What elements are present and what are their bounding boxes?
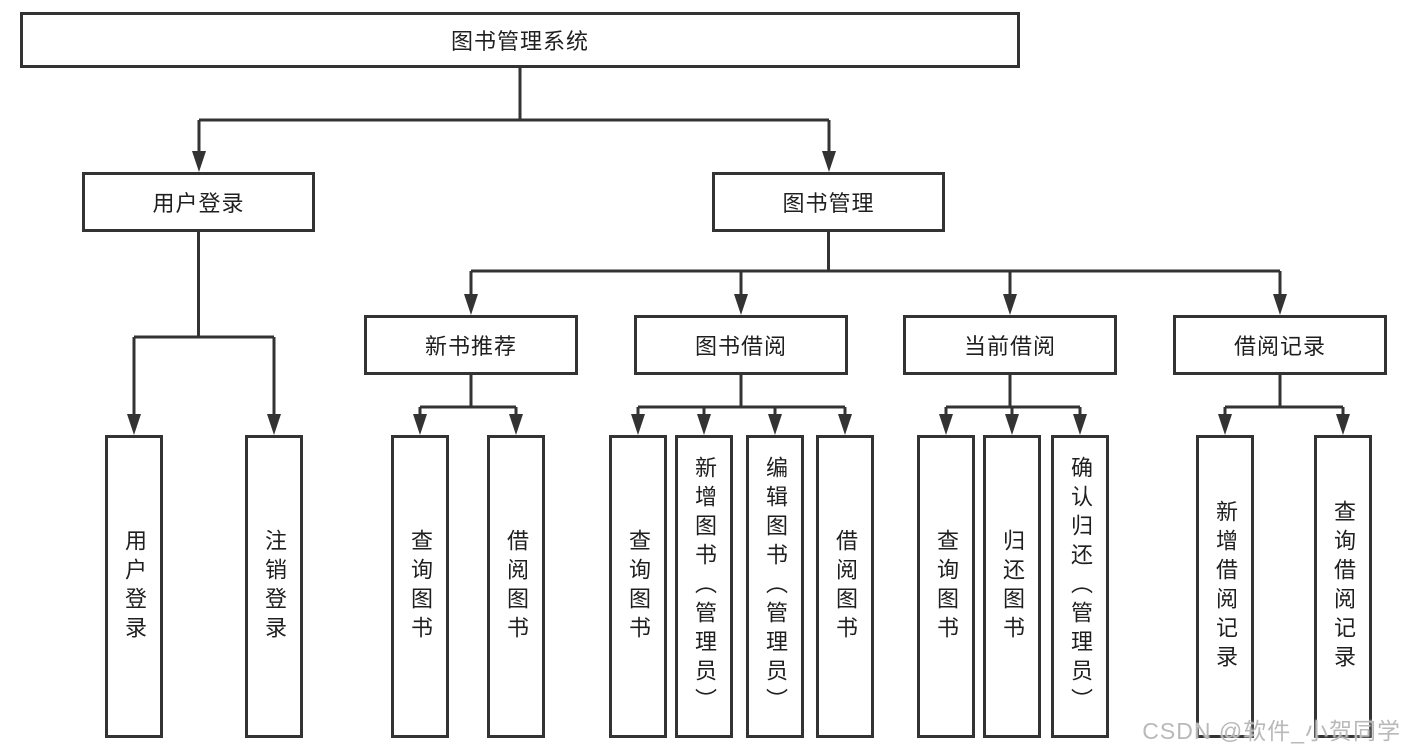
node-book-borrowing-label: 图书借阅 (694, 334, 787, 359)
leaf-borrowing-query-books: 查询图书 (609, 435, 667, 738)
node-library-system-label: 图书管理系统 (450, 29, 589, 54)
node-borrowing-records-label: 借阅记录 (1233, 334, 1326, 359)
node-borrowing-records: 借阅记录 (1173, 315, 1387, 375)
leaf-newbooks-borrow-books-label: 借阅图书 (504, 528, 529, 645)
node-user-login-label: 用户登录 (152, 191, 245, 216)
leaf-borrowing-borrow-books: 借阅图书 (816, 435, 874, 738)
leaf-records-query-record-label: 查询借阅记录 (1331, 499, 1356, 674)
node-user-login: 用户登录 (82, 172, 315, 232)
leaf-current-query-books-label: 查询图书 (934, 528, 959, 645)
leaf-newbooks-query-books: 查询图书 (391, 435, 449, 738)
leaf-borrowing-edit-books-admin-label: 编辑图书（管理员） (763, 456, 788, 717)
node-library-system: 图书管理系统 (20, 12, 1020, 68)
leaf-records-add-record: 新增借阅记录 (1196, 435, 1254, 738)
leaf-current-confirm-return-admin: 确认归还（管理员） (1051, 435, 1109, 738)
node-book-borrowing: 图书借阅 (634, 315, 848, 375)
node-current-borrowing-label: 当前借阅 (963, 334, 1056, 359)
leaf-current-confirm-return-admin-label: 确认归还（管理员） (1068, 456, 1093, 717)
leaf-user-login-label: 用户登录 (122, 528, 147, 645)
leaf-records-add-record-label: 新增借阅记录 (1213, 499, 1238, 674)
watermark: CSDN @软件_小贺同学 (1142, 718, 1401, 744)
leaf-borrowing-edit-books-admin: 编辑图书（管理员） (746, 435, 804, 738)
node-book-management-label: 图书管理 (782, 191, 875, 216)
node-current-borrowing: 当前借阅 (903, 315, 1117, 375)
leaf-current-return-books-label: 归还图书 (1000, 528, 1025, 645)
leaf-borrowing-add-books-admin-label: 新增图书（管理员） (692, 456, 717, 717)
leaf-newbooks-borrow-books: 借阅图书 (487, 435, 545, 738)
leaf-newbooks-query-books-label: 查询图书 (408, 528, 433, 645)
leaf-logout: 注销登录 (245, 435, 303, 738)
leaf-current-query-books: 查询图书 (917, 435, 975, 738)
leaf-user-login: 用户登录 (105, 435, 163, 738)
leaf-borrowing-query-books-label: 查询图书 (626, 528, 651, 645)
leaf-logout-label: 注销登录 (262, 528, 287, 645)
leaf-records-query-record: 查询借阅记录 (1314, 435, 1372, 738)
node-book-management: 图书管理 (712, 172, 945, 232)
leaf-borrowing-add-books-admin: 新增图书（管理员） (675, 435, 733, 738)
leaf-borrowing-borrow-books-label: 借阅图书 (833, 528, 858, 645)
leaf-current-return-books: 归还图书 (983, 435, 1041, 738)
node-new-book-recommend: 新书推荐 (364, 315, 578, 375)
node-new-book-recommend-label: 新书推荐 (424, 334, 517, 359)
